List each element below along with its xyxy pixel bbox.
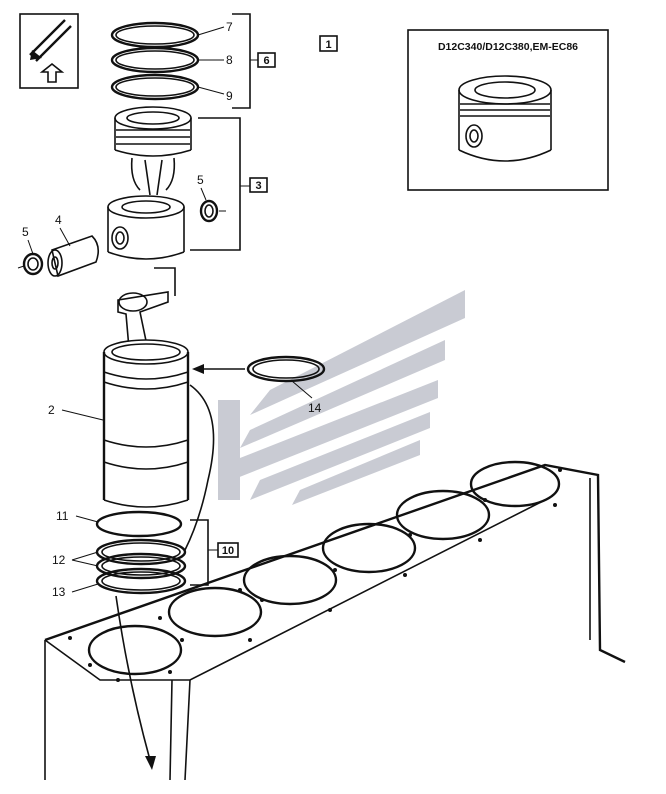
- callout-14: 14: [308, 401, 322, 415]
- piston-pin: [47, 235, 100, 278]
- variant-piston: [458, 75, 552, 162]
- liner-seal-rings: [95, 510, 187, 595]
- cylinder-bore-6: [469, 460, 561, 508]
- callout-5-right: 5: [197, 173, 204, 187]
- callout-2: 2: [48, 403, 55, 417]
- cylinder-liner: [102, 339, 190, 508]
- box-6-label: 6: [263, 55, 269, 67]
- cylinder-bore-2: [167, 586, 263, 638]
- callout-4: 4: [55, 213, 62, 227]
- bracket-group-10: 10: [190, 519, 239, 586]
- bracket-piston-rod: [154, 267, 176, 296]
- engine-cylinder-block: [44, 460, 626, 781]
- callout-7: 7: [226, 20, 233, 34]
- circlip-right: [199, 199, 226, 223]
- liner-top-seal-14: [246, 355, 326, 383]
- variant-inset: D12C340/D12C380,EM-EC86: [407, 29, 609, 191]
- callout-13: 13: [52, 585, 66, 599]
- cylinder-bore-1: [87, 624, 183, 676]
- assembly-arrow-seal-14: [192, 364, 245, 374]
- callout-11: 11: [56, 509, 69, 523]
- seal-ring-11: [95, 510, 183, 538]
- cylinder-bore-3: [242, 554, 338, 606]
- callout-8: 8: [226, 53, 233, 67]
- piston-rings: [110, 21, 200, 101]
- box-1-label: 1: [325, 39, 331, 51]
- seal-ring-13: [95, 567, 187, 595]
- callout-12: 12: [52, 553, 66, 567]
- callout-9: 9: [226, 89, 233, 103]
- box-10-label: 10: [222, 545, 234, 557]
- piston-skirt: [107, 195, 185, 260]
- bracket-group-3: 3: [190, 117, 268, 251]
- bracket-group-6: 6: [232, 13, 276, 109]
- orientation-arrow-icon: [19, 13, 79, 89]
- watermark-logo: [218, 290, 465, 505]
- figure-number-box-1: 1: [319, 35, 338, 52]
- box-3-label: 3: [255, 180, 261, 192]
- variant-inset-label: D12C340/D12C380,EM-EC86: [438, 41, 578, 53]
- circlip-left: [17, 252, 44, 276]
- piston-crown: [114, 106, 192, 196]
- callout-5-left: 5: [22, 225, 29, 239]
- callout-labels: 7 8 9 5 4 5 2 14 11 12 13: [22, 20, 322, 599]
- leader-lines: [27, 26, 313, 593]
- cylinder-bore-5: [395, 489, 491, 541]
- cylinder-bore-4: [321, 522, 417, 574]
